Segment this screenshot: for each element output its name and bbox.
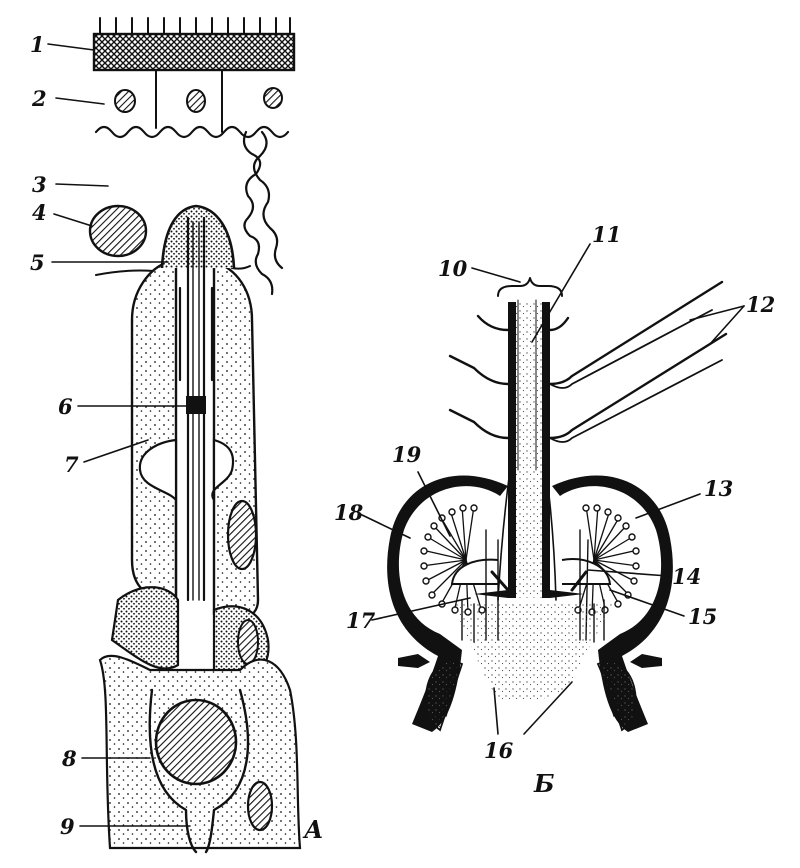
neuron-outline: [148, 688, 250, 854]
sheath-cell-left: [130, 260, 178, 602]
shaft-wall-right: [542, 302, 550, 598]
sheath-nucleus: [226, 499, 258, 571]
callout-17: 17: [346, 608, 376, 633]
cell-nucleus: [246, 780, 274, 832]
callout-13: 13: [704, 476, 733, 501]
callout-labels: 1 2 3 4 5 6 7 8 9 10 11 12 13 14 15 16 1…: [30, 32, 775, 844]
side-branches: [448, 280, 728, 471]
shaft-wall-left: [508, 302, 516, 598]
callout-12: 12: [746, 292, 775, 317]
epidermis-nucleus: [263, 87, 283, 109]
callout-15: 15: [688, 604, 717, 629]
callout-10: 10: [438, 256, 468, 281]
dense-cell-left: [110, 586, 180, 670]
panel-b-drawing: [387, 277, 728, 732]
enveloping-cell-right: [211, 438, 235, 504]
callout-7: 7: [64, 452, 79, 477]
callout-19: 19: [392, 442, 422, 467]
shaft-lumen: [516, 302, 542, 598]
inner-canal: [178, 286, 214, 382]
enveloping-cell-left: [138, 438, 178, 600]
nerve-region: [452, 604, 612, 700]
muscle-fibres: [433, 663, 627, 725]
cuticle-layer: [92, 32, 296, 72]
callout-16: 16: [484, 738, 514, 763]
cup-lining-right: [563, 492, 652, 625]
cell-nucleus: [88, 204, 148, 258]
callout-4: 4: [32, 200, 47, 225]
callout-3: 3: [32, 172, 47, 197]
panel-a-leaders: [47, 43, 191, 827]
callout-14: 14: [672, 564, 701, 589]
cup-lining-left: [408, 492, 497, 625]
nerve-trunk: [497, 469, 557, 601]
panel-b-leaders: [359, 243, 745, 735]
callout-11: 11: [592, 222, 621, 247]
callout-2: 2: [31, 86, 47, 111]
callout-9: 9: [60, 814, 75, 839]
muscle-right: [596, 659, 637, 732]
epidermis-nucleus: [114, 89, 136, 113]
panel-b-letter: Б: [533, 769, 555, 798]
epidermis-nucleus: [186, 89, 206, 113]
ligament-wedges: [490, 570, 588, 592]
wedge-marks: [474, 590, 584, 598]
sensillum-dome: [160, 204, 236, 269]
basement-line: [95, 265, 251, 276]
epidermis-cells: [94, 69, 290, 139]
neuron-nucleus: [154, 698, 238, 786]
cell-nucleus: [237, 619, 259, 665]
nerve-fibre: [242, 130, 284, 296]
callout-18: 18: [334, 500, 364, 525]
callout-8: 8: [61, 746, 77, 771]
brace: [497, 277, 563, 297]
callout-1: 1: [30, 32, 45, 57]
callout-5: 5: [30, 250, 45, 275]
ciliary-constriction: [186, 396, 206, 414]
callout-6: 6: [58, 394, 73, 419]
panel-a-drawing: [88, 17, 302, 854]
panel-a-letter: А: [302, 815, 324, 844]
